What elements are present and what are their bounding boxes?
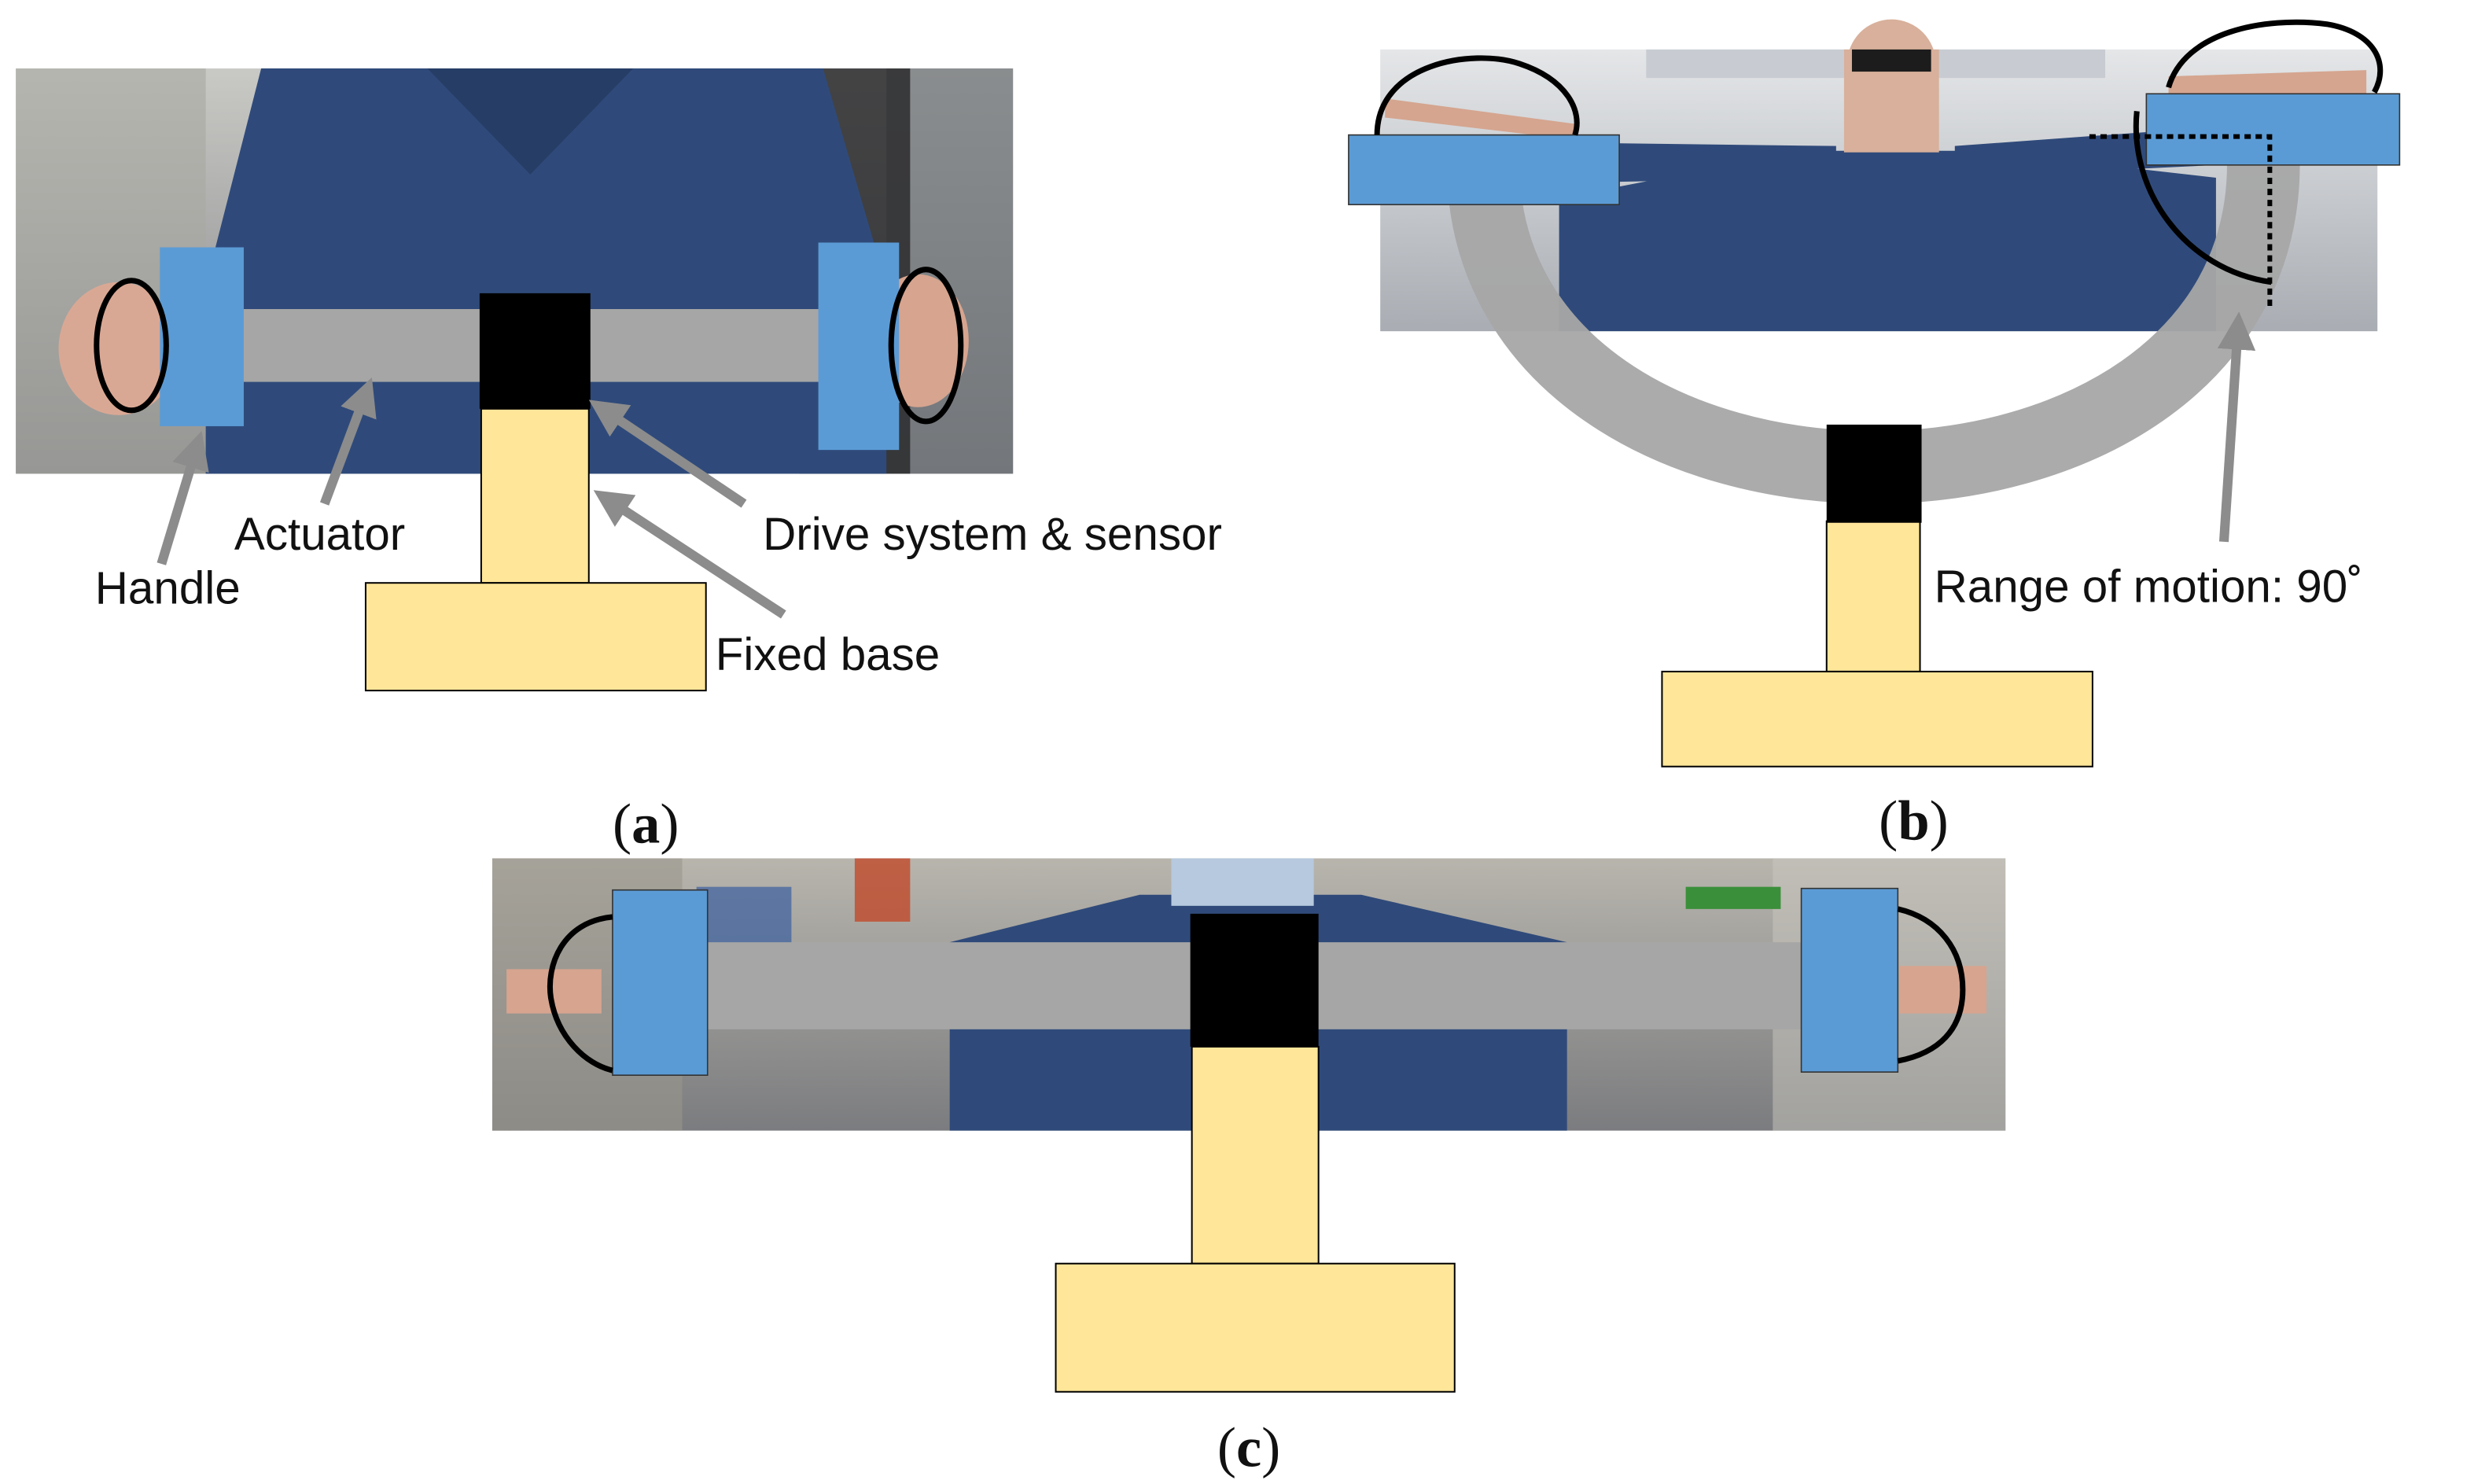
label-actuator: Actuator (234, 509, 405, 560)
panel-b-letter: b (1898, 788, 1929, 852)
label-drive-system: Drive system & sensor (763, 509, 1222, 560)
panel-b-fixed-base (1661, 670, 2093, 768)
panel-a-caption: (a) (613, 791, 679, 855)
panel-a-letter: a (631, 791, 660, 855)
panel-b: Range of motion: 90˚ (b) (1348, 19, 2401, 852)
arrow-range-of-motion (2224, 325, 2238, 543)
label-range-of-motion: Range of motion: 90˚ (1935, 561, 2363, 612)
panel-b-right-angle-marker (2089, 134, 2273, 310)
panel-a-base-stem (480, 407, 590, 584)
panel-c-fixed-base (1055, 1262, 1456, 1393)
panel-a-drive-system (479, 293, 591, 409)
panel-c-base-stem (1191, 1045, 1320, 1265)
panel-a: Handle Actuator Drive system & sensor Fi… (16, 68, 1222, 855)
label-fixed-base: Fixed base (716, 629, 940, 680)
arrow-fixed-base (605, 498, 786, 619)
panel-c-grip-ring-right (1897, 906, 1966, 1064)
panel-c-letter: c (1236, 1415, 1261, 1478)
panel-b-grip-ring-left (1374, 55, 1580, 136)
panel-c-caption: (c) (1217, 1415, 1280, 1478)
panel-b-drive-system (1826, 424, 1922, 523)
label-handle: Handle (95, 562, 241, 613)
panel-c-handle-left (612, 889, 709, 1076)
panel-c-grip-ring-left (547, 914, 613, 1073)
panel-b-base-stem (1825, 520, 1921, 672)
panel-c: (c) (491, 858, 2006, 1478)
panel-a-grip-ring-left (94, 278, 169, 414)
panel-a-fixed-base (364, 582, 707, 692)
panel-a-handle-left (160, 247, 244, 426)
panel-c-drive-system (1190, 913, 1319, 1047)
panel-b-caption: (b) (1879, 788, 1949, 852)
arrow-drive-system (600, 407, 747, 508)
panel-b-handle-left (1348, 134, 1620, 205)
panel-a-handle-right (818, 242, 900, 451)
panel-b-handle-right (2145, 93, 2401, 166)
arrow-actuator (319, 390, 367, 506)
panel-a-grip-ring-right (888, 267, 964, 425)
arrow-handle (156, 444, 197, 565)
panel-b-grip-ring-right (2133, 19, 2384, 285)
panel-c-handle-right (1800, 887, 1899, 1073)
